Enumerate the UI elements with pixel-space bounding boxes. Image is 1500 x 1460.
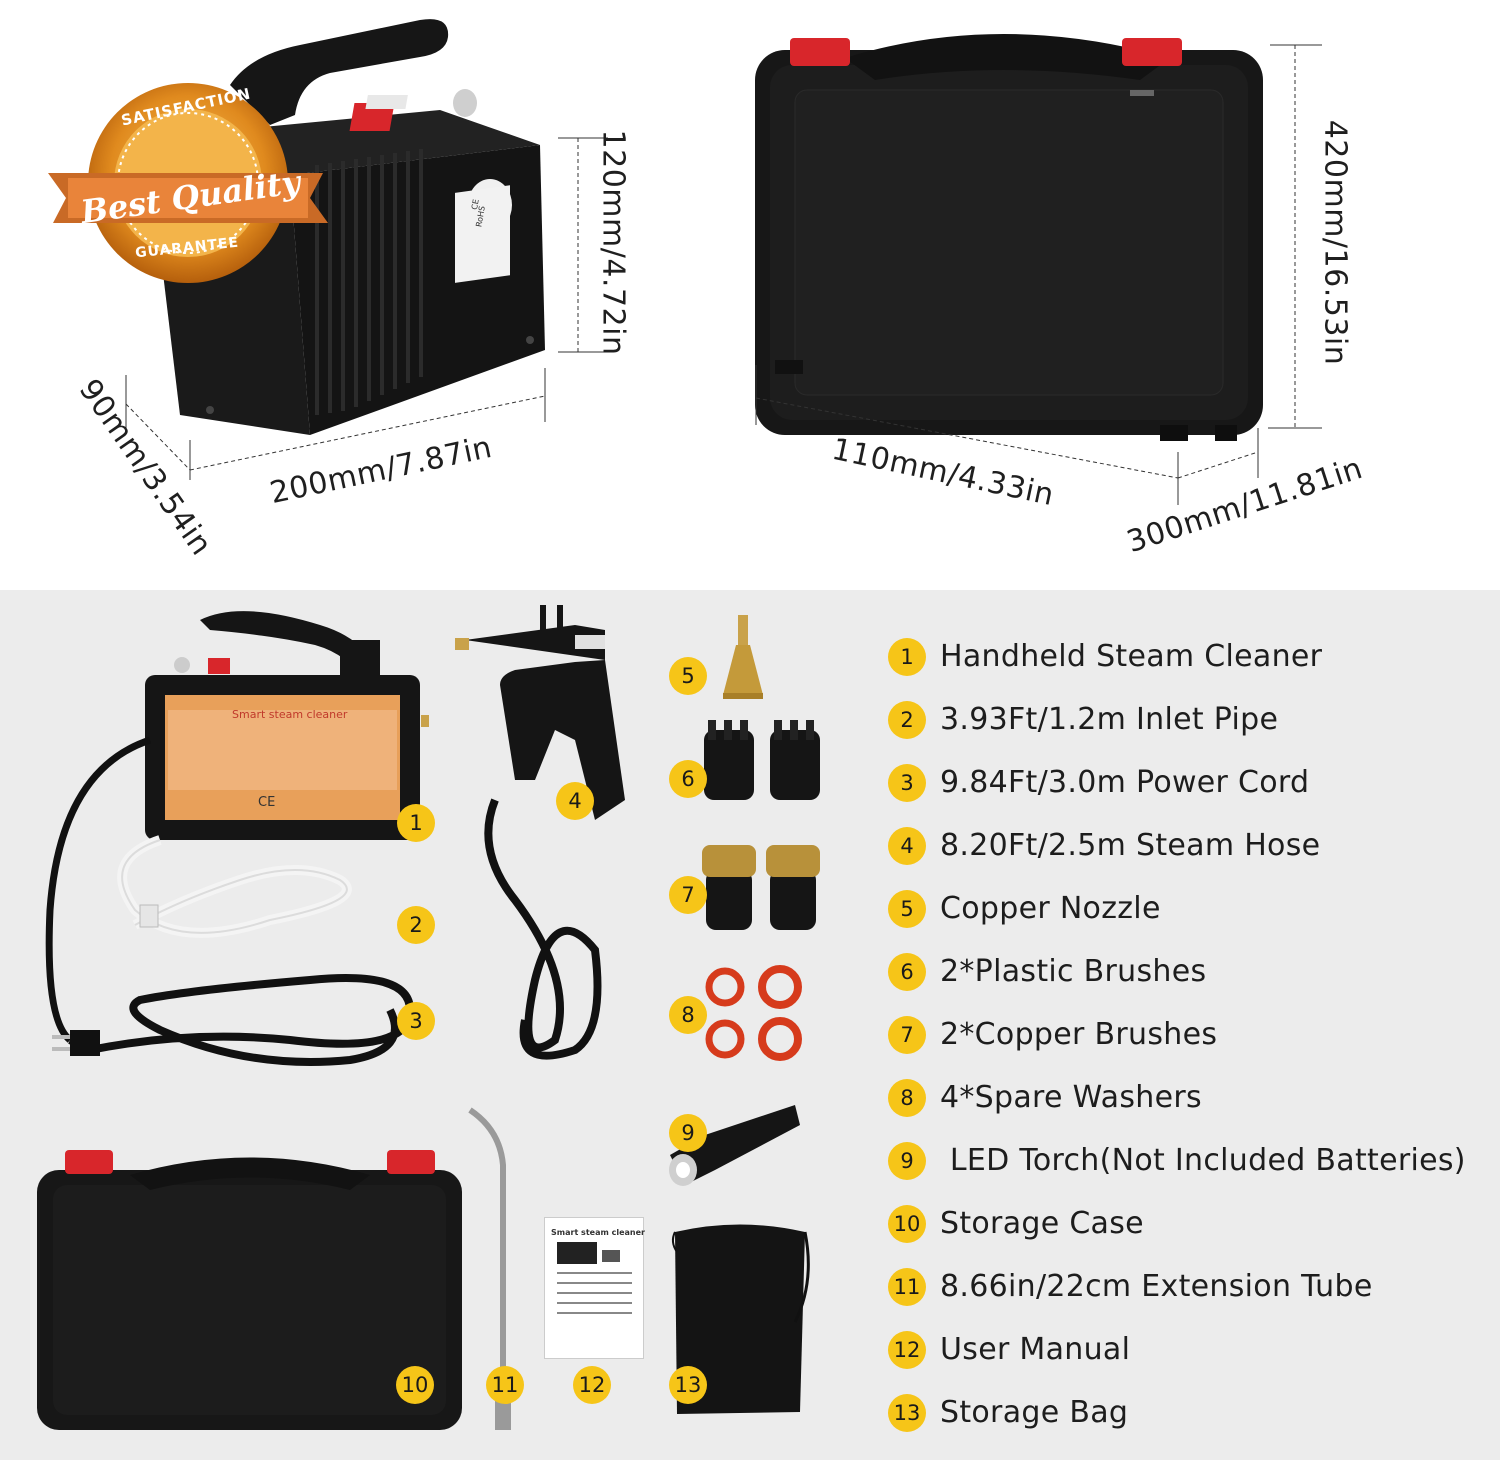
cleaner-label-ce: CE [258, 795, 276, 810]
list-item: 13 Storage Bag [888, 1381, 1488, 1444]
storage-case-image [755, 34, 1263, 441]
cleaner-label-title: Smart steam cleaner [232, 708, 348, 721]
dimensions-section: CE RoHS SATISFACTION Best Quality GUARAN… [0, 0, 1500, 590]
list-item: 12 User Manual [888, 1318, 1488, 1381]
marker-3: 3 [397, 1002, 435, 1040]
case-dimension-lines [755, 44, 1322, 505]
marker-1: 1 [397, 804, 435, 842]
item-label: Handheld Steam Cleaner [940, 639, 1323, 674]
marker-10: 10 [396, 1366, 434, 1404]
extension-tube-image [468, 1107, 511, 1430]
marker-5: 5 [669, 657, 707, 695]
item-label: Storage Case [940, 1206, 1144, 1241]
list-item: 8 4*Spare Washers [888, 1066, 1488, 1129]
item-label: User Manual [940, 1332, 1131, 1367]
list-item: 1 Handheld Steam Cleaner [888, 625, 1488, 688]
item-number-badge: 9 [888, 1141, 926, 1180]
item-label: 2*Plastic Brushes [940, 954, 1207, 989]
manual-title: Smart steam cleaner [551, 1228, 645, 1237]
item-number-badge: 2 [888, 700, 926, 739]
steam-gun-hose-image [455, 605, 625, 1060]
storage-case-front-image [37, 1150, 462, 1430]
item-number-badge: 8 [888, 1078, 926, 1117]
marker-2: 2 [397, 906, 435, 944]
list-item: 3 9.84Ft/3.0m Power Cord [888, 751, 1488, 814]
item-number-badge: 3 [888, 763, 926, 802]
list-item: 4 8.20Ft/2.5m Steam Hose [888, 814, 1488, 877]
item-number-badge: 13 [888, 1393, 926, 1432]
copper-nozzle-image [723, 615, 763, 699]
package-contents-list: 1 Handheld Steam Cleaner 2 3.93Ft/1.2m Inl… [888, 625, 1488, 1444]
item-number-badge: 6 [888, 952, 926, 991]
power-cord-image [45, 736, 415, 1066]
marker-4: 4 [556, 782, 594, 820]
case-height-dimension: 420mm/16.53in [1317, 119, 1353, 366]
best-quality-seal-icon [48, 83, 328, 283]
storage-bag-image [671, 1224, 810, 1414]
item-label: 2*Copper Brushes [940, 1017, 1218, 1052]
item-number-badge: 10 [888, 1204, 926, 1243]
copper-brushes-image [702, 845, 820, 930]
marker-13: 13 [669, 1366, 707, 1404]
item-label: 4*Spare Washers [940, 1080, 1202, 1115]
marker-6: 6 [669, 760, 707, 798]
marker-8: 8 [669, 996, 707, 1034]
item-label: 8.20Ft/2.5m Steam Hose [940, 828, 1321, 863]
device-dimension-lines [125, 137, 608, 480]
item-label: LED Torch(Not Included Batteries) [940, 1143, 1466, 1178]
item-label: 8.66in/22cm Extension Tube [940, 1269, 1373, 1304]
marker-7: 7 [669, 876, 707, 914]
user-manual-image [544, 1217, 644, 1359]
list-item: 6 2*Plastic Brushes [888, 940, 1488, 1003]
item-label: 9.84Ft/3.0m Power Cord [940, 765, 1310, 800]
item-number-badge: 11 [888, 1267, 926, 1306]
led-torch-image [669, 1105, 800, 1186]
item-number-badge: 7 [888, 1015, 926, 1054]
list-item: 5 Copper Nozzle [888, 877, 1488, 940]
plastic-brushes-image [704, 720, 820, 800]
marker-12: 12 [573, 1366, 611, 1404]
marker-11: 11 [486, 1366, 524, 1404]
item-label: Copper Nozzle [940, 891, 1161, 926]
marker-9: 9 [669, 1114, 707, 1152]
item-number-badge: 4 [888, 826, 926, 865]
list-item: 2 3.93Ft/1.2m Inlet Pipe [888, 688, 1488, 751]
handheld-steam-cleaner-image [145, 611, 429, 840]
item-number-badge: 12 [888, 1330, 926, 1369]
list-item: 10 Storage Case [888, 1192, 1488, 1255]
list-item: 7 2*Copper Brushes [888, 1003, 1488, 1066]
manual-illustration [557, 1242, 632, 1314]
item-label: 3.93Ft/1.2m Inlet Pipe [940, 702, 1279, 737]
list-item: 11 8.66in/22cm Extension Tube [888, 1255, 1488, 1318]
item-label: Storage Bag [940, 1395, 1129, 1430]
inlet-pipe-image [117, 835, 352, 938]
package-contents-section: Smart steam cleaner CE [0, 590, 1500, 1460]
item-number-badge: 5 [888, 889, 926, 928]
spare-washers-image [705, 965, 802, 1061]
list-item: 9 LED Torch(Not Included Batteries) [888, 1129, 1488, 1192]
item-number-badge: 1 [888, 637, 926, 676]
